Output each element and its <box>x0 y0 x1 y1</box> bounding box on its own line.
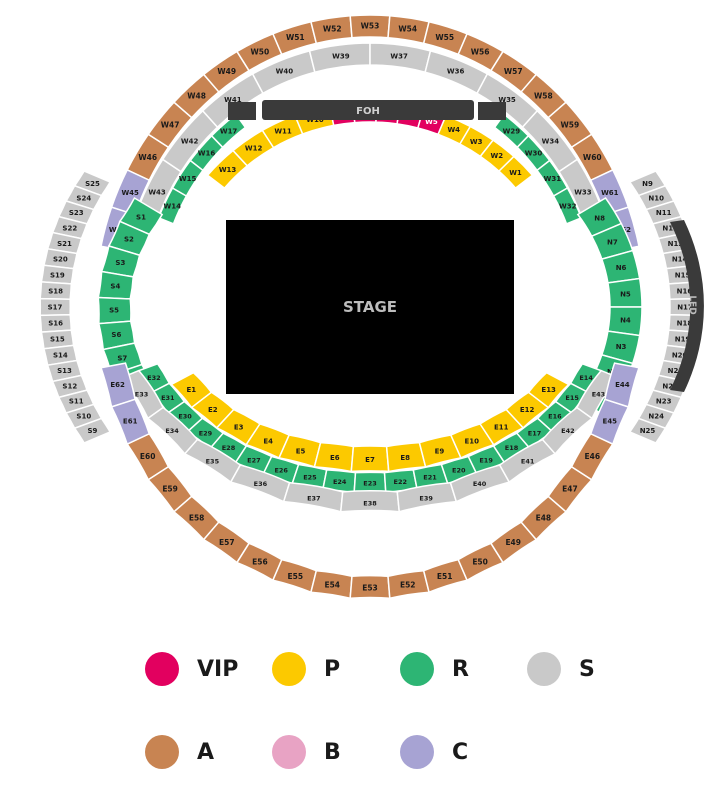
legend-item-r: R <box>400 652 469 686</box>
legend-item-s: S <box>527 652 595 686</box>
legend-item-c: C <box>400 735 468 769</box>
stage-label: STAGE <box>343 298 397 316</box>
led-label: LED <box>687 295 697 314</box>
legend-label: C <box>452 739 469 765</box>
led-screen: LED <box>670 220 704 392</box>
legend-swatch <box>400 735 434 769</box>
section-e38[interactable]: E38 <box>339 490 401 513</box>
section-e23[interactable]: E23 <box>353 471 387 494</box>
section-w39[interactable]: W39 <box>308 42 371 74</box>
legend-label: P <box>324 656 341 682</box>
section-n5[interactable]: N5 <box>607 277 643 308</box>
stage <box>226 220 514 394</box>
section-s4[interactable]: S4 <box>97 270 134 300</box>
legend-label: R <box>452 656 469 682</box>
section-w54[interactable]: W54 <box>387 14 430 45</box>
section-s18[interactable]: S18 <box>39 281 73 301</box>
legend-label: B <box>324 739 341 765</box>
legend-swatch <box>272 735 306 769</box>
legend-label: S <box>579 656 595 682</box>
legend-item-p: P <box>272 652 340 686</box>
legend-label: A <box>197 739 215 765</box>
legend-item-vip: VIP <box>145 652 238 686</box>
legend-swatch <box>400 652 434 686</box>
section-e6[interactable]: E6 <box>313 441 355 473</box>
section-e7[interactable]: E7 <box>350 445 390 473</box>
legend-item-b: B <box>272 735 341 769</box>
section-e53[interactable]: E53 <box>349 574 391 600</box>
legend-swatch <box>527 652 561 686</box>
section-s17[interactable]: S17 <box>39 297 72 317</box>
section-w37[interactable]: W37 <box>369 42 432 74</box>
legend: VIP P R S A B C <box>0 630 718 795</box>
section-w52[interactable]: W52 <box>310 14 353 45</box>
section-s5[interactable]: S5 <box>97 296 132 325</box>
legend-swatch <box>145 652 179 686</box>
section-e54[interactable]: E54 <box>310 569 353 600</box>
section-w51[interactable]: W51 <box>271 20 318 56</box>
section-e55[interactable]: E55 <box>271 558 318 594</box>
section-w53[interactable]: W53 <box>349 14 391 39</box>
foh-label: FOH <box>356 106 380 117</box>
legend-swatch <box>272 652 306 686</box>
section-e52[interactable]: E52 <box>387 569 430 600</box>
foh-area: FOH <box>228 100 506 120</box>
legend-swatch <box>145 735 179 769</box>
legend-item-a: A <box>145 735 214 769</box>
section-s16[interactable]: S16 <box>39 313 73 333</box>
legend-label: VIP <box>197 656 239 682</box>
section-s19[interactable]: S19 <box>40 264 75 285</box>
